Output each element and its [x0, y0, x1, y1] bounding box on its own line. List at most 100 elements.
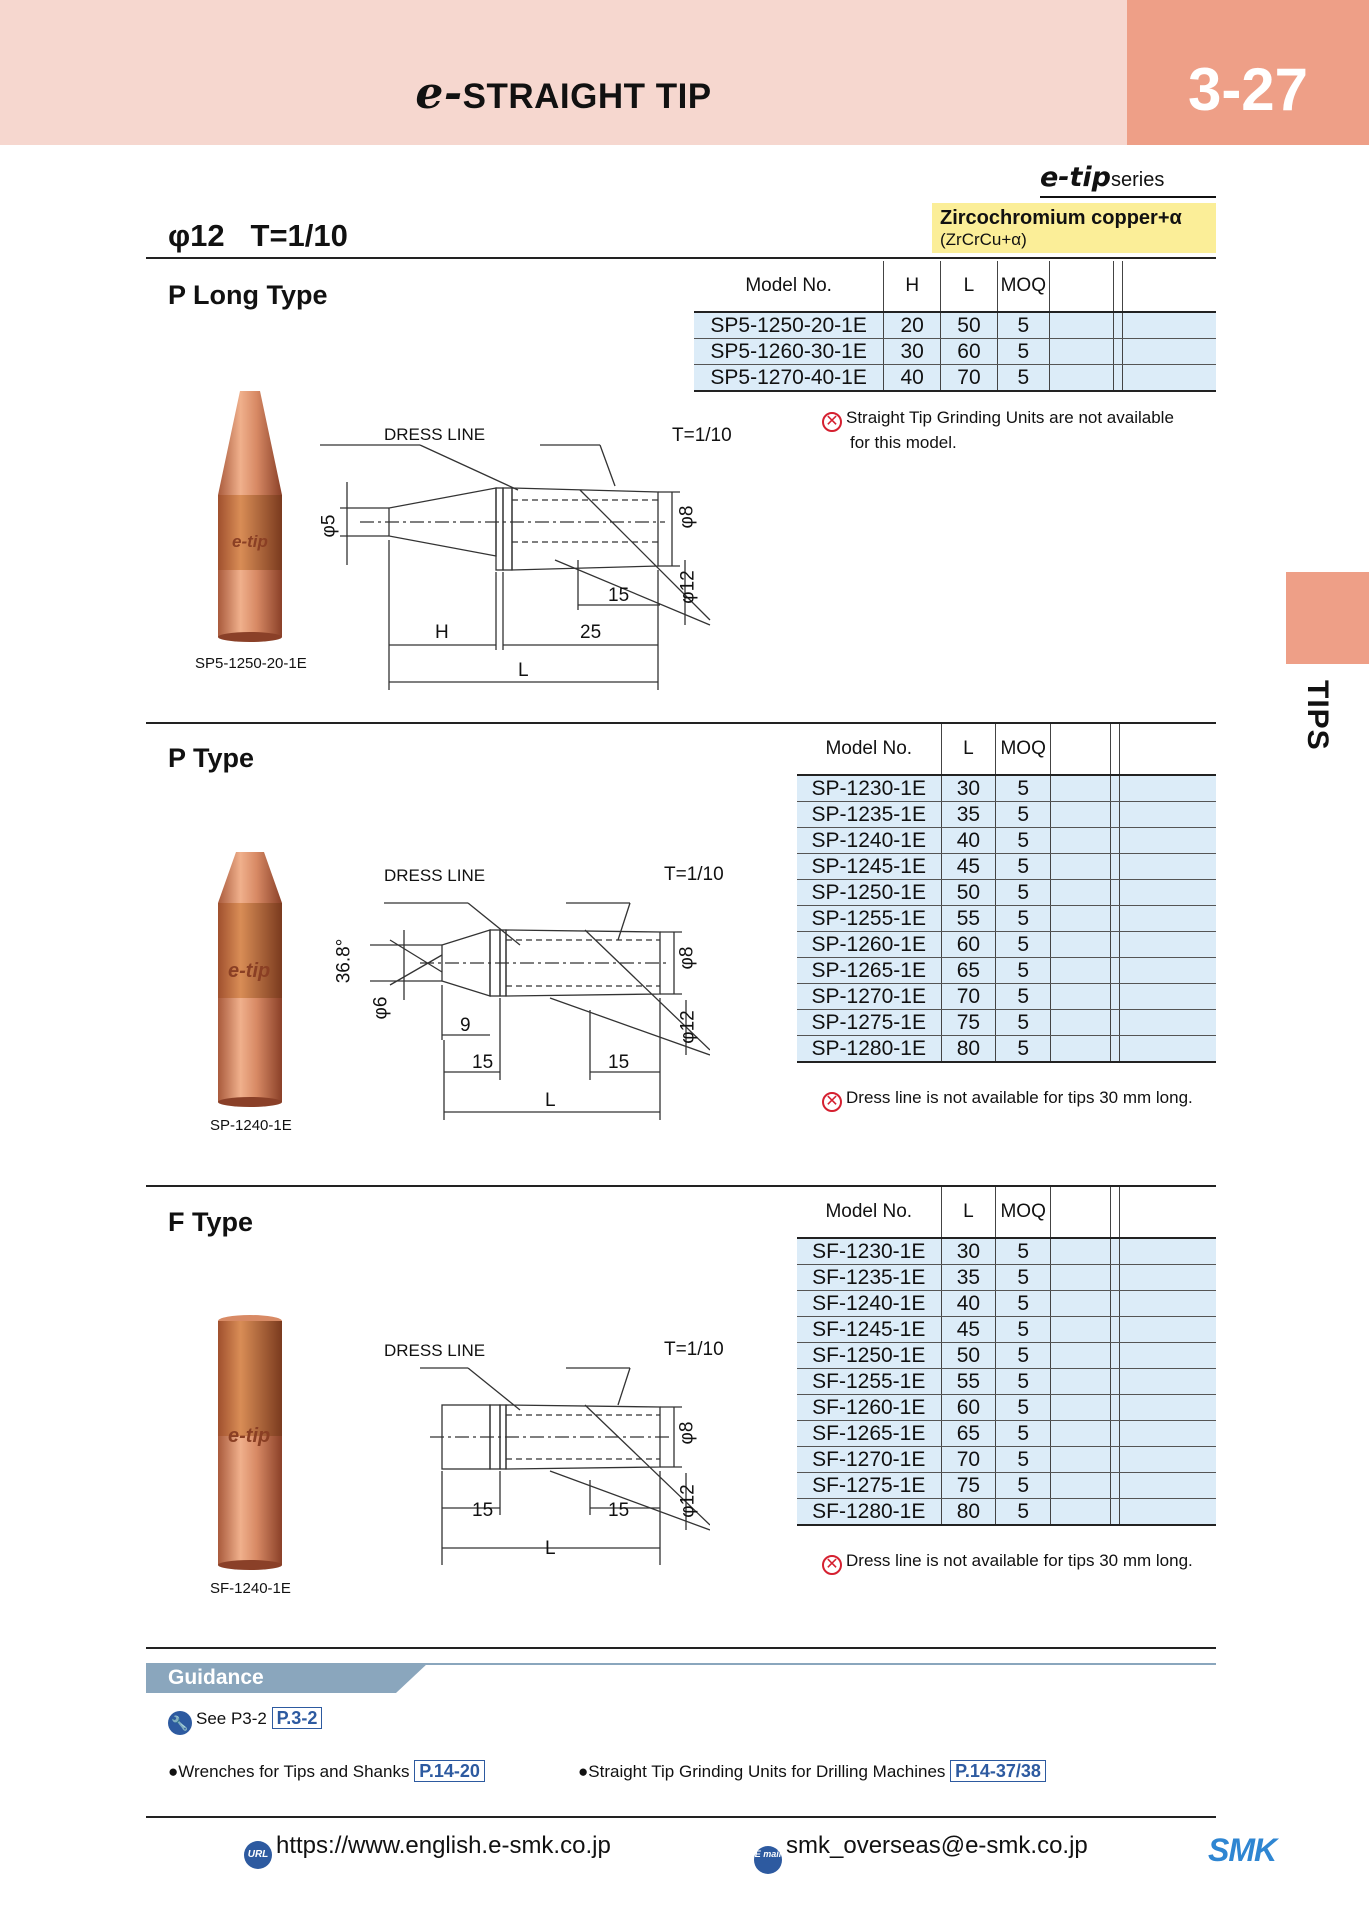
prohibited-icon: ✕ [822, 1555, 842, 1575]
see-text: See P3-2 [196, 1709, 267, 1728]
model-no: SP-1235-1E [797, 801, 942, 828]
dim-d8: φ8 [676, 505, 698, 529]
p-drawing [370, 902, 710, 1120]
moq-value: 5 [995, 983, 1051, 1010]
section-title-p-long: P Long Type [168, 280, 328, 310]
dim-angle: 36.8° [333, 938, 355, 984]
wrench-text: ●Wrenches for Tips and Shanks [168, 1762, 410, 1781]
l-value: 40 [940, 827, 996, 854]
moq-value: 5 [995, 1264, 1051, 1291]
col-model: Model No. [797, 724, 942, 776]
l-value: 30 [940, 1238, 996, 1265]
l-value: 45 [940, 853, 996, 880]
smk-logo: SMK [1208, 1832, 1277, 1868]
grind-link[interactable]: P.14-37/38 [950, 1760, 1046, 1782]
model-no: SF-1260-1E [797, 1394, 942, 1421]
dim-d6: φ6 [370, 996, 392, 1020]
url-text[interactable]: https://www.english.e-smk.co.jp [276, 1832, 611, 1859]
l-value: 50 [940, 312, 998, 339]
table-header-row: Model No. H L MOQ [694, 261, 1216, 313]
model-no: SP-1230-1E [797, 775, 942, 802]
moq-value: 5 [995, 1420, 1051, 1447]
col-moq: MOQ [995, 724, 1051, 776]
section-title-p: P Type [168, 743, 255, 773]
dress-line-label: DRESS LINE [384, 425, 486, 444]
photo-logo: e-tip [228, 960, 271, 982]
series-brand: e-tip [1040, 162, 1112, 193]
dim-25: 25 [580, 622, 602, 643]
model-no: SP-1275-1E [797, 1009, 942, 1036]
p-long-drawing [320, 444, 711, 690]
l-value: 70 [940, 364, 998, 392]
h-value: 40 [883, 364, 941, 392]
col-model: Model No. [797, 1187, 942, 1239]
guidance-bar [146, 1663, 1216, 1693]
moq-value: 5 [995, 1472, 1051, 1499]
section-title-f: F Type [168, 1207, 254, 1237]
moq-value: 5 [995, 1035, 1051, 1063]
table-header-row: Model No. L MOQ [797, 1187, 1216, 1239]
dim-9: 9 [460, 1015, 471, 1036]
moq-value: 5 [995, 1446, 1051, 1473]
spec-diameter: φ12 [168, 218, 225, 253]
p-note: ✕Dress line is not available for tips 30… [822, 1087, 1193, 1112]
model-no: SF-1245-1E [797, 1316, 942, 1343]
page-number: 3-27 [1127, 0, 1369, 145]
see-link[interactable]: P.3-2 [271, 1707, 323, 1729]
l-value: 65 [940, 957, 996, 984]
note-text: Dress line is not available for tips 30 … [846, 1551, 1193, 1570]
photo-logo: e-tip [228, 1425, 271, 1447]
material-formula: (ZrCrCu+α) [940, 230, 1027, 249]
model-no: SF-1240-1E [797, 1290, 942, 1317]
taper-label: T=1/10 [664, 1339, 724, 1360]
l-value: 75 [940, 1009, 996, 1036]
moq-value: 5 [996, 338, 1050, 365]
note-line2: for this model. [850, 433, 957, 452]
wrench-link[interactable]: P.14-20 [414, 1760, 485, 1782]
dim-15a: 15 [472, 1500, 494, 1521]
moq-value: 5 [995, 1290, 1051, 1317]
email-text[interactable]: smk_overseas@e-smk.co.jp [786, 1832, 1088, 1859]
photo-caption: SP5-1250-20-1E [195, 655, 307, 672]
moq-value: 5 [995, 879, 1051, 906]
model-no: SP-1280-1E [797, 1035, 942, 1063]
model-no: SP-1270-1E [797, 983, 942, 1010]
photo-logo: e-tip [232, 532, 268, 551]
dim-d5: φ5 [318, 514, 340, 538]
model-no: SP-1260-1E [797, 931, 942, 958]
model-no: SF-1275-1E [797, 1472, 942, 1499]
divider [146, 257, 1216, 259]
l-value: 35 [940, 1264, 996, 1291]
f-drawing [420, 1367, 710, 1565]
guidance-see: 🔧See P3-2 P.3-2 [168, 1707, 323, 1735]
taper-label: T=1/10 [664, 864, 724, 885]
col-moq: MOQ [996, 261, 1050, 313]
p-photo [218, 852, 282, 1107]
model-no: SP-1245-1E [797, 853, 942, 880]
divider [146, 1647, 1216, 1649]
l-value: 35 [940, 801, 996, 828]
l-value: 45 [940, 1316, 996, 1343]
moq-value: 5 [995, 775, 1051, 802]
wrench-icon: 🔧 [168, 1711, 192, 1735]
side-tab [1286, 572, 1369, 664]
title-prefix: e- [415, 68, 463, 119]
moq-value: 5 [995, 801, 1051, 828]
model-no: SP5-1250-20-1E [694, 312, 884, 339]
